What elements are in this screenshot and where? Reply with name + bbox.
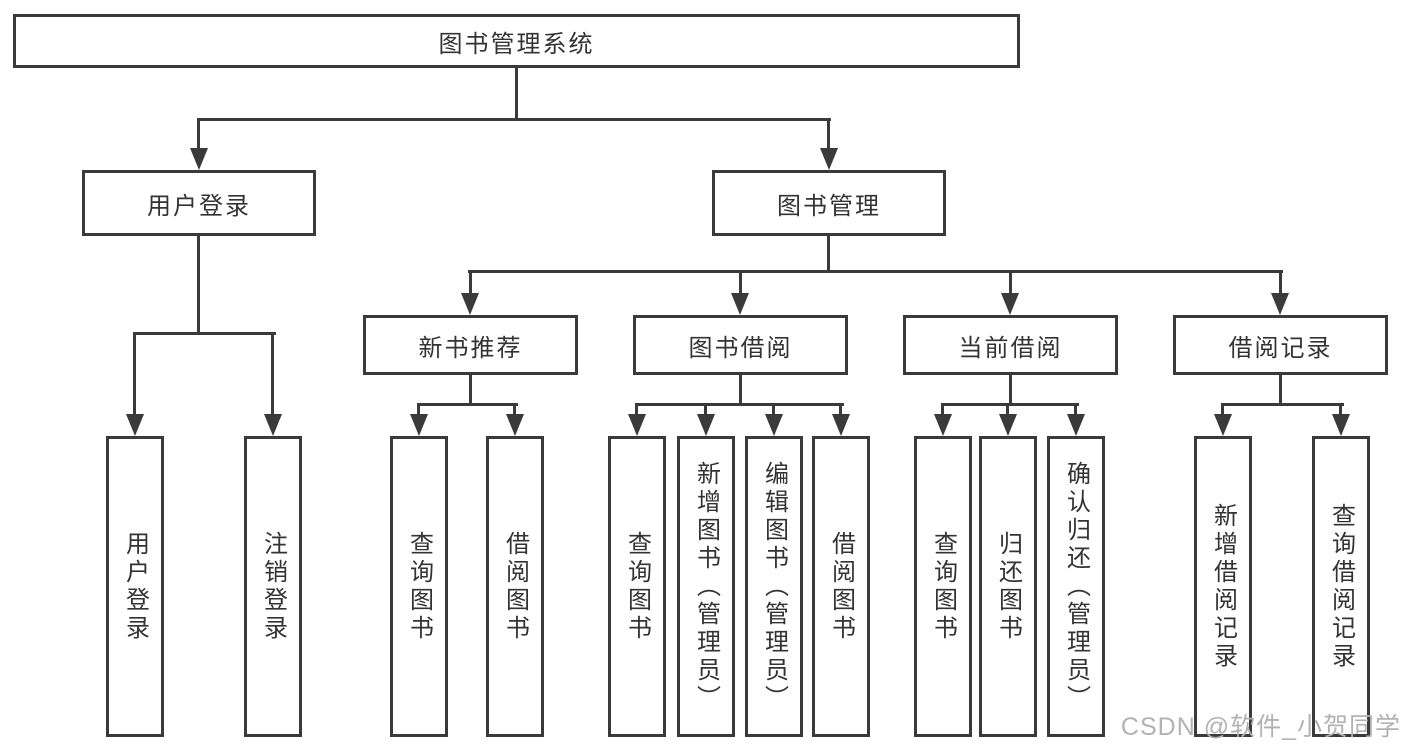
arrow-down-icon — [765, 414, 783, 436]
leaf-logout: 注销登录 — [244, 436, 302, 737]
connector-line — [941, 403, 1079, 406]
connector-line — [635, 403, 638, 420]
node-current-borrowing: 当前借阅 — [903, 315, 1118, 375]
connector-line — [1074, 403, 1077, 420]
leaf-query-borrow-record: 查询借阅记录 — [1312, 436, 1370, 737]
connector-line — [827, 236, 830, 272]
node-root: 图书管理系统 — [13, 14, 1020, 68]
connector-line — [941, 403, 944, 420]
connector-line — [1279, 375, 1282, 405]
arrow-down-icon — [1001, 293, 1019, 315]
leaf-add-book-admin: 新增图书（管理员） — [677, 436, 735, 737]
connector-line — [1221, 403, 1224, 420]
arrow-down-icon — [190, 148, 208, 170]
connector-line — [271, 332, 274, 420]
connector-line — [468, 270, 1283, 273]
connector-line — [133, 332, 136, 420]
watermark: CSDN @软件_小贺同学 — [1120, 713, 1401, 741]
connector-line — [772, 403, 775, 420]
connector-line — [513, 403, 516, 420]
connector-line — [417, 403, 518, 406]
connector-line — [197, 118, 200, 154]
node-book-management: 图书管理 — [712, 170, 946, 236]
connector-line — [1006, 403, 1009, 420]
arrow-down-icon — [506, 414, 524, 436]
connector-line — [827, 118, 830, 154]
arrow-down-icon — [820, 148, 838, 170]
leaf-query-books-recommend: 查询图书 — [390, 436, 448, 737]
node-new-book-recommend: 新书推荐 — [363, 315, 578, 375]
leaf-return-books: 归还图书 — [979, 436, 1037, 737]
arrow-down-icon — [1332, 414, 1350, 436]
connector-line — [417, 403, 420, 420]
leaf-confirm-return-admin: 确认归还（管理员） — [1047, 436, 1105, 737]
node-book-borrowing: 图书借阅 — [633, 315, 848, 375]
arrow-down-icon — [461, 293, 479, 315]
leaf-query-books-borrowing: 查询图书 — [608, 436, 666, 737]
connector-line — [197, 118, 831, 121]
connector-line — [469, 270, 472, 299]
connector-line — [197, 236, 200, 334]
leaf-edit-book-admin: 编辑图书（管理员） — [745, 436, 803, 737]
arrow-down-icon — [126, 414, 144, 436]
arrow-down-icon — [697, 414, 715, 436]
node-user-login: 用户登录 — [82, 170, 316, 236]
connector-line — [1009, 375, 1012, 405]
connector-line — [739, 270, 742, 299]
leaf-add-borrow-record: 新增借阅记录 — [1194, 436, 1252, 737]
connector-line — [1221, 403, 1344, 406]
leaf-borrow-books-borrowing: 借阅图书 — [812, 436, 870, 737]
connector-line — [1279, 270, 1282, 299]
node-borrowing-records: 借阅记录 — [1173, 315, 1388, 375]
arrow-down-icon — [410, 414, 428, 436]
arrow-down-icon — [1067, 414, 1085, 436]
arrow-down-icon — [934, 414, 952, 436]
connector-line — [469, 375, 472, 405]
leaf-user-login: 用户登录 — [106, 436, 164, 737]
connector-line — [635, 403, 844, 406]
connector-line — [515, 68, 518, 120]
connector-line — [1339, 403, 1342, 420]
arrow-down-icon — [999, 414, 1017, 436]
arrow-down-icon — [628, 414, 646, 436]
arrow-down-icon — [1271, 293, 1289, 315]
arrow-down-icon — [264, 414, 282, 436]
connector-line — [739, 375, 742, 405]
arrow-down-icon — [731, 293, 749, 315]
arrow-down-icon — [1214, 414, 1232, 436]
leaf-query-books-current: 查询图书 — [914, 436, 972, 737]
leaf-borrow-books-recommend: 借阅图书 — [486, 436, 544, 737]
connector-line — [133, 332, 276, 335]
connector-line — [1009, 270, 1012, 299]
connector-line — [704, 403, 707, 420]
connector-line — [839, 403, 842, 420]
arrow-down-icon — [832, 414, 850, 436]
